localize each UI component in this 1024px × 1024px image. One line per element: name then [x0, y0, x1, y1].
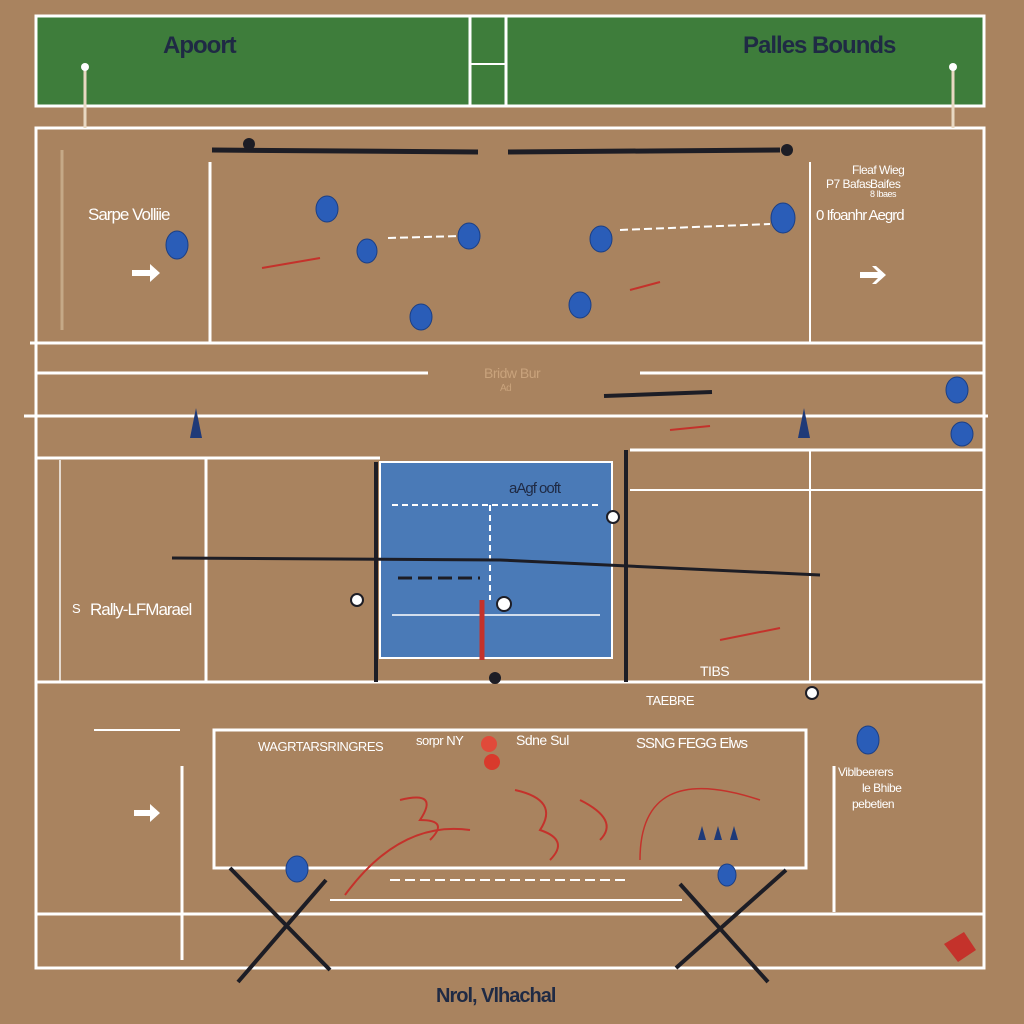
right-cross-mark: [674, 868, 788, 984]
ball-icon: [496, 596, 512, 612]
red-stroke-9: [669, 425, 711, 431]
red-stroke-7: [719, 627, 781, 641]
right-upper-label-a: Fleaf Wieg: [852, 163, 905, 177]
red-stroke-8: [629, 281, 661, 291]
player-marker-icon: [457, 222, 481, 250]
side-right-label-b: le Bhibe: [862, 781, 902, 795]
player-marker-icon: [717, 863, 737, 887]
ball-icon: [481, 736, 497, 752]
arrow-right-icons: [132, 264, 886, 822]
cone-icon: [730, 826, 738, 840]
player-marker-icon: [950, 421, 974, 447]
right-upper-label-d: 8 Ibaes: [870, 189, 897, 199]
ball-icon: [350, 593, 364, 607]
arrow-right-icon: [860, 266, 886, 284]
corner-post-right-top: [949, 63, 957, 71]
center-small-label-b: Ad: [500, 383, 512, 394]
player-marker-icon: [856, 725, 880, 755]
ball-icon: [243, 138, 255, 150]
main-net-line: [171, 556, 821, 577]
player-markers: [165, 195, 974, 887]
bottom-box-right-label: SSNG FEGG Elws: [636, 735, 748, 752]
player-marker-icon: [770, 202, 796, 234]
upper-pass-line-left: [211, 147, 479, 155]
cone-icon: [190, 408, 202, 438]
player-marker-icon: [165, 230, 189, 260]
red-trajectory-1: [344, 827, 471, 896]
side-right-label-a: Viblbeerers: [838, 765, 893, 779]
ball-icon: [489, 672, 501, 684]
cone-icon: [714, 826, 722, 840]
lower-box: [212, 728, 808, 870]
top-right-label: Palles Bounds: [743, 32, 896, 59]
upper-dashed-right: [619, 223, 771, 231]
left-mid-label: Rally-LFMarael: [90, 600, 192, 619]
player-marker-icon: [589, 225, 613, 253]
upper-pass-line-right: [507, 147, 781, 155]
bottom-box-mid-label-b: Sdne Sul: [516, 732, 569, 748]
cone-icon: [698, 826, 706, 840]
top-band-outline: [34, 14, 986, 108]
left-cross-mark: [228, 866, 332, 984]
arrow-right-icon: [134, 804, 160, 822]
right-upper-label-b: P7 Bafas: [826, 177, 871, 191]
red-trajectory-5: [639, 787, 761, 861]
player-marker-icon: [568, 291, 592, 319]
center-small-label: Bridw Bur: [484, 365, 541, 381]
lower-right-small-label-b: TAEBRE: [646, 693, 695, 708]
arrow-right-icon: [132, 264, 160, 282]
side-right-label-c: pebetien: [852, 797, 895, 811]
player-marker-icon: [285, 855, 309, 883]
ball-icon: [484, 754, 500, 770]
bottom-center-label: Nrol, Vlhachal: [436, 985, 556, 1007]
player-marker-icon: [315, 195, 339, 223]
red-trajectory-2: [399, 796, 439, 841]
cone-icon: [798, 408, 810, 438]
lower-right-small-label-a: TIBS: [700, 663, 730, 679]
red-stroke-6: [261, 257, 321, 269]
right-upper-label-c: Baifes: [870, 177, 901, 191]
right-mid-label: 0 Ifoanhr Aegrd: [816, 207, 905, 224]
left-mid-prefix: S: [72, 601, 81, 616]
blue-court-label: aAgf ooft: [509, 480, 561, 497]
player-marker-icon: [409, 303, 433, 331]
upper-dashed-left: [387, 235, 461, 239]
ball-icon: [606, 510, 620, 524]
ball-icon: [805, 686, 819, 700]
red-trajectory-4: [579, 799, 608, 841]
red-trajectory-3: [514, 789, 559, 861]
top-left-label: Apoort: [163, 32, 237, 59]
bottom-box-mid-label-a: sorpr NY: [416, 733, 464, 748]
player-marker-icon: [945, 376, 969, 404]
bottom-box-left-label: WAGRTARSRINGRES: [258, 739, 384, 754]
left-upper-label: Sarpe Volliie: [88, 205, 171, 224]
red-marker: [944, 932, 976, 962]
player-marker-icon: [356, 238, 378, 264]
top-green-band: [36, 16, 984, 106]
center-pass-line: [603, 390, 713, 398]
corner-post-left-top: [81, 63, 89, 71]
ball-icon: [781, 144, 793, 156]
